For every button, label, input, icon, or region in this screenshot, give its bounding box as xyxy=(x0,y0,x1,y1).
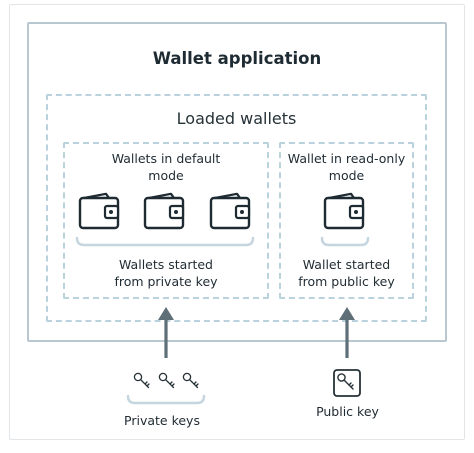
key-icon-2 xyxy=(158,372,175,389)
private-keys-label: Private keys xyxy=(124,413,200,428)
key-icon-1 xyxy=(133,372,150,389)
default-mode-box xyxy=(63,142,269,299)
loaded-wallets-box xyxy=(46,94,427,322)
wallet-icon-4 xyxy=(323,192,365,230)
private-keys-arrow xyxy=(158,307,174,358)
wallet-application-box xyxy=(27,22,447,342)
wallet-icon-3 xyxy=(209,192,251,230)
default-mode-caption: Wallets started from private key xyxy=(114,257,218,289)
read-only-mode-caption: Wallet started from public key xyxy=(298,257,395,289)
wallet-icon-1 xyxy=(78,192,120,230)
read-only-mode-box xyxy=(279,142,414,299)
default-mode-title: Wallets in default mode xyxy=(111,151,221,183)
public-key-arrow xyxy=(339,307,355,358)
private-keys-bracket xyxy=(126,394,206,405)
public-key-icon xyxy=(333,369,361,397)
read-only-wallet-bracket xyxy=(320,236,370,247)
outer-frame xyxy=(9,4,465,440)
wallet-icon-2 xyxy=(143,192,185,230)
loaded-wallets-title: Loaded wallets xyxy=(176,109,297,128)
public-key-label: Public key xyxy=(316,404,379,419)
key-icon-3 xyxy=(182,372,199,389)
read-only-mode-title: Wallet in read-only mode xyxy=(287,151,406,183)
app-title: Wallet application xyxy=(152,49,322,68)
default-wallets-bracket xyxy=(75,236,255,247)
